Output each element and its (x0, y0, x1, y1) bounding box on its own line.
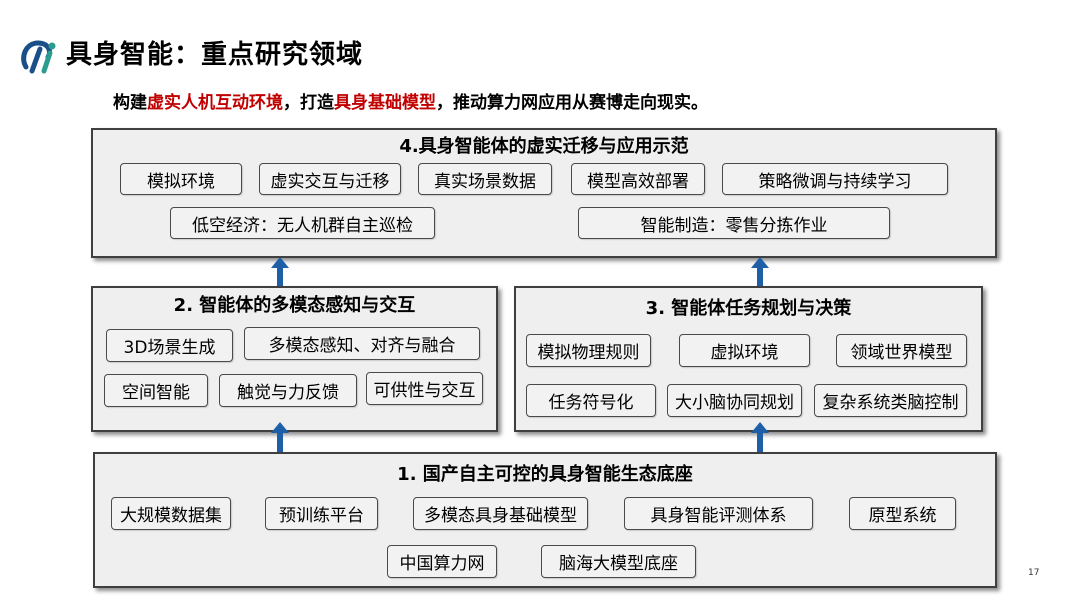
item-chip: 大小脑协同规划 (667, 384, 802, 417)
page-subtitle: 构建虚实人机互动环境，打造具身基础模型，推动算力网应用从赛博走向现实。 (113, 88, 708, 113)
item-chip: 模拟环境 (120, 163, 242, 195)
page-number: 17 (1028, 568, 1040, 578)
institution-logo-icon (21, 40, 56, 74)
subtitle-part-1: 构建 (113, 93, 147, 113)
page-title: 具身智能：重点研究领域 (66, 40, 364, 70)
arrow-up-icon (751, 257, 769, 287)
item-chip: 任务符号化 (526, 384, 656, 417)
item-chip: 中国算力网 (387, 545, 497, 578)
item-chip: 策略微调与持续学习 (722, 163, 948, 195)
item-chip: 多模态感知、对齐与融合 (244, 327, 480, 360)
item-chip: 触觉与力反馈 (219, 374, 357, 407)
subtitle-highlight-2: 具身基础模型 (334, 93, 436, 113)
panel-task-planning: 3. 智能体任务规划与决策 模拟物理规则 虚拟环境 领域世界模型 任务符号化 大… (514, 286, 983, 432)
item-chip: 低空经济：无人机群自主巡检 (170, 207, 435, 239)
item-chip: 原型系统 (849, 497, 956, 530)
item-chip: 空间智能 (104, 374, 208, 407)
panel-title: 3. 智能体任务规划与决策 (645, 298, 852, 319)
item-chip: 模型高效部署 (571, 163, 705, 195)
item-chip: 真实场景数据 (418, 163, 552, 195)
item-chip: 领域世界模型 (836, 334, 967, 367)
item-chip: 模拟物理规则 (526, 334, 651, 367)
item-chip: 预训练平台 (265, 497, 378, 530)
item-chip: 智能制造：零售分拣作业 (578, 207, 890, 239)
item-chip: 3D场景生成 (106, 329, 233, 362)
item-chip: 大规模数据集 (111, 497, 231, 530)
subtitle-part-2: ，打造 (283, 93, 334, 113)
item-chip: 脑海大模型底座 (541, 545, 696, 578)
subtitle-part-3: ，推动算力网应用从赛博走向现实。 (436, 93, 708, 113)
arrow-up-icon (271, 257, 289, 287)
panel-multimodal-perception: 2. 智能体的多模态感知与交互 3D场景生成 多模态感知、对齐与融合 空间智能 … (91, 286, 498, 432)
arrow-up-icon (271, 422, 289, 452)
item-chip: 虚实交互与迁移 (259, 163, 401, 195)
panel-title: 4.具身智能体的虚实迁移与应用示范 (399, 136, 689, 157)
panel-title: 1. 国产自主可控的具身智能生态底座 (397, 464, 693, 485)
item-chip: 复杂系统类脑控制 (814, 384, 967, 417)
panel-title: 2. 智能体的多模态感知与交互 (173, 295, 416, 316)
panel-virtual-real-transfer: 4.具身智能体的虚实迁移与应用示范 模拟环境 虚实交互与迁移 真实场景数据 模型… (91, 128, 997, 258)
arrow-up-icon (751, 422, 769, 452)
item-chip: 虚拟环境 (679, 334, 810, 367)
panel-ecosystem-foundation: 1. 国产自主可控的具身智能生态底座 大规模数据集 预训练平台 多模态具身基础模… (93, 452, 997, 588)
item-chip: 具身智能评测体系 (624, 497, 813, 530)
item-chip: 可供性与交互 (366, 372, 483, 405)
subtitle-highlight-1: 虚实人机互动环境 (147, 93, 283, 113)
item-chip: 多模态具身基础模型 (413, 497, 588, 530)
